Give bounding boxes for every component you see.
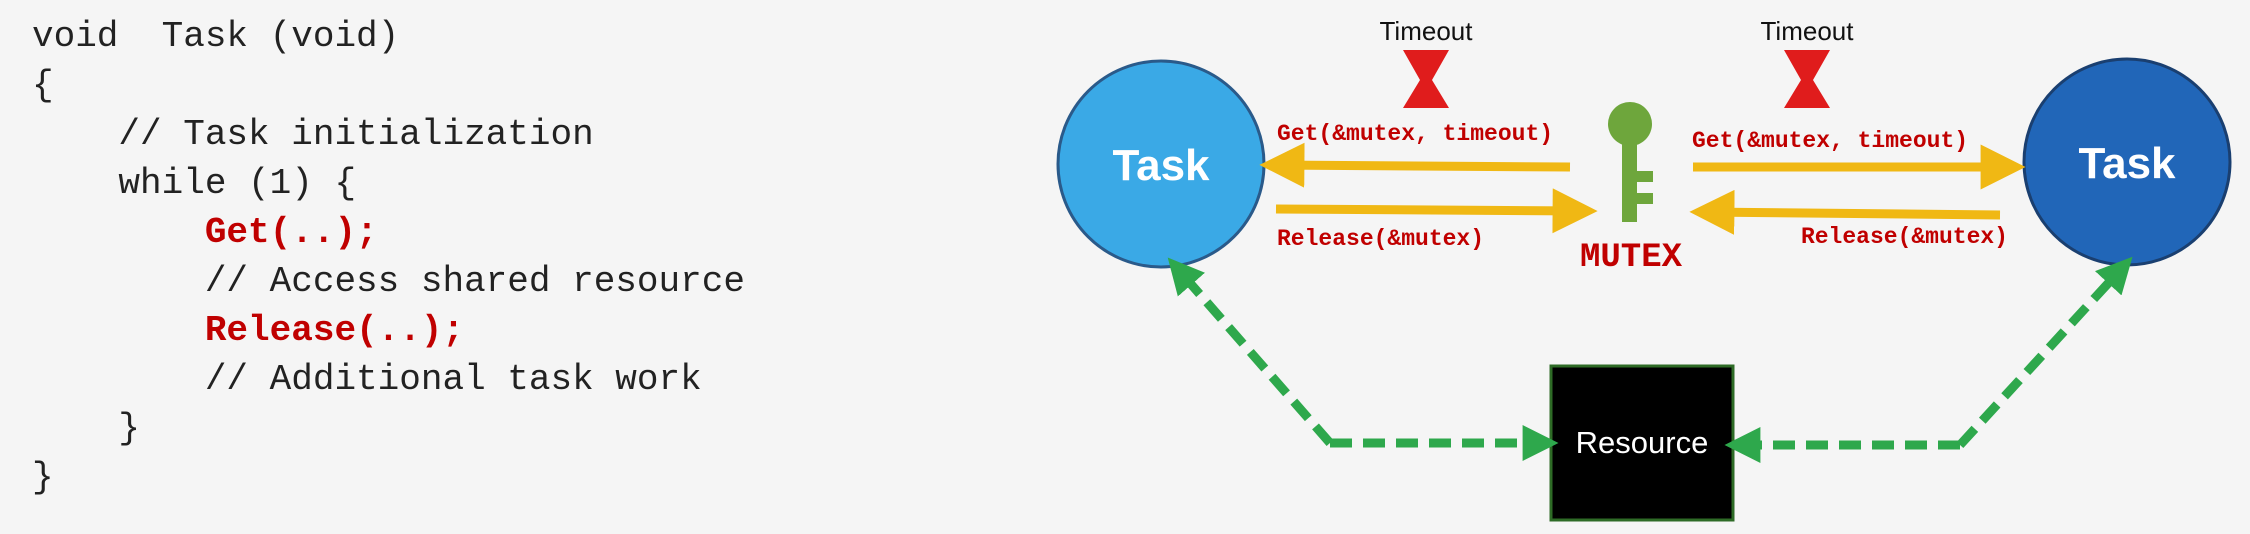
code-listing: void Task (void) { // Task initialization…	[32, 12, 745, 502]
right-release-label: Release(&mutex)	[1801, 224, 2008, 250]
code-line: }	[32, 457, 54, 498]
right-release-arrow	[1689, 189, 2001, 235]
right-get-label: Get(&mutex, timeout)	[1692, 128, 1968, 154]
code-line: void Task (void)	[32, 16, 400, 57]
left-task-access-arrow	[1167, 257, 1334, 446]
mutex-label: MUTEX	[1580, 239, 1683, 277]
code-line: // Additional task work	[32, 359, 702, 400]
left-release-arrow	[1275, 188, 1598, 234]
right-task-access-arrow	[1956, 256, 2133, 449]
code-line-get: Get(..);	[32, 212, 378, 253]
code-line: {	[32, 65, 54, 106]
code-line: }	[32, 408, 141, 449]
code-line-release: Release(..);	[32, 310, 465, 351]
resource-label: Resource	[1576, 425, 1709, 460]
left-task-label: Task	[1112, 141, 1210, 190]
code-line: while (1) {	[32, 163, 357, 204]
left-hourglass-icon	[1403, 50, 1449, 108]
left-release-label: Release(&mutex)	[1277, 226, 1484, 252]
right-hourglass-icon	[1784, 50, 1830, 108]
code-line: // Task initialization	[32, 114, 594, 155]
right-timeout-label: Timeout	[1761, 16, 1855, 46]
key-icon	[1608, 102, 1653, 222]
right-task-label: Task	[2078, 139, 2176, 188]
left-get-arrow	[1259, 142, 1571, 188]
left-timeout-label: Timeout	[1380, 16, 1474, 46]
left-get-label: Get(&mutex, timeout)	[1277, 121, 1553, 147]
code-line: // Access shared resource	[32, 261, 745, 302]
